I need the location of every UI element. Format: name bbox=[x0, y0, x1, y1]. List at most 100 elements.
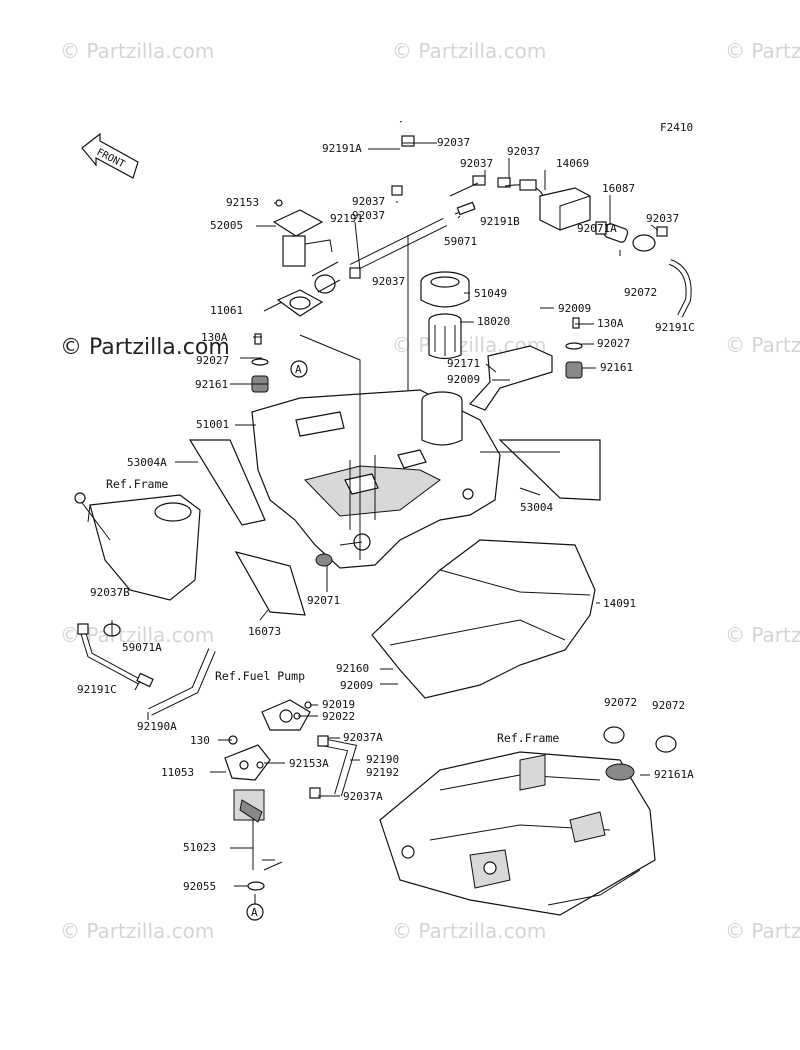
bracket bbox=[468, 345, 553, 411]
watermark: © Partzilla.com bbox=[725, 623, 800, 647]
watermark: © Partzilla.com bbox=[60, 39, 214, 63]
part-label[interactable]: 92037B bbox=[90, 586, 130, 599]
part-label[interactable]: 92191C bbox=[655, 321, 695, 334]
part-label[interactable]: 92191A bbox=[322, 142, 362, 155]
part-label[interactable]: 92161 bbox=[600, 361, 633, 374]
part-label[interactable]: 92071A bbox=[577, 222, 617, 235]
breather-hoses bbox=[349, 118, 692, 318]
part-label[interactable]: 92037A bbox=[343, 731, 383, 744]
part-label[interactable]: 92027 bbox=[597, 337, 630, 350]
leader-lines bbox=[111, 142, 659, 904]
part-label[interactable]: 92160 bbox=[336, 662, 369, 675]
part-label[interactable]: 92161 bbox=[195, 378, 228, 391]
part-label[interactable]: 92072 bbox=[624, 286, 657, 299]
part-label[interactable]: 92019 bbox=[322, 698, 355, 711]
fuel-pump bbox=[224, 699, 358, 891]
part-label[interactable]: 92037 bbox=[352, 195, 385, 208]
front-arrow: FRONT bbox=[81, 132, 139, 179]
part-label[interactable]: 11061 bbox=[210, 304, 243, 317]
frame-fragment-bottom bbox=[379, 726, 677, 916]
part-label[interactable]: 92161A bbox=[654, 768, 694, 781]
part-label[interactable]: 92037 bbox=[372, 275, 405, 288]
part-label[interactable]: 92055 bbox=[183, 880, 216, 893]
front-arrow-icon bbox=[81, 132, 139, 179]
watermark: © Partzilla.com bbox=[725, 333, 800, 357]
part-label[interactable]: 92027 bbox=[196, 354, 229, 367]
ref-frame-bottom: Ref.Frame bbox=[497, 731, 559, 745]
part-label[interactable]: 92037A bbox=[343, 790, 383, 803]
pad-16073 bbox=[234, 551, 306, 616]
filler-neck bbox=[420, 271, 470, 360]
part-label[interactable]: 92190A bbox=[137, 720, 177, 733]
part-label[interactable]: 92191C bbox=[77, 683, 117, 696]
part-label[interactable]: 92037 bbox=[460, 157, 493, 170]
part-label[interactable]: 92191 bbox=[330, 212, 363, 225]
part-label[interactable]: 92153A bbox=[289, 757, 329, 770]
watermark: © Partzilla.com bbox=[392, 919, 546, 943]
part-label[interactable]: 92037 bbox=[352, 209, 385, 222]
part-label[interactable]: 92072 bbox=[604, 696, 637, 709]
part-label[interactable]: 92009 bbox=[558, 302, 591, 315]
part-labels: 92191A 92037 92037 92037 14069 92153 920… bbox=[77, 136, 695, 893]
part-label[interactable]: 59071A bbox=[122, 641, 162, 654]
part-label[interactable]: 92037 bbox=[507, 145, 540, 158]
part-label[interactable]: 92192 bbox=[366, 766, 399, 779]
float bbox=[314, 274, 336, 294]
clamp bbox=[656, 226, 668, 237]
fuel-tank bbox=[251, 389, 501, 569]
part-label[interactable]: 52005 bbox=[210, 219, 243, 232]
clamp bbox=[497, 177, 511, 188]
fuel-separator bbox=[539, 187, 591, 231]
diagram-code: F2410 bbox=[660, 121, 693, 134]
circle-ref-a-bottom: A bbox=[246, 903, 264, 921]
circle-ref-label: A bbox=[295, 363, 302, 376]
part-label[interactable]: 92191B bbox=[480, 215, 520, 228]
pad-53004 bbox=[498, 439, 601, 501]
part-label[interactable]: 16073 bbox=[248, 625, 281, 638]
joint bbox=[456, 201, 476, 216]
part-label[interactable]: 14069 bbox=[556, 157, 589, 170]
part-label[interactable]: 18020 bbox=[477, 315, 510, 328]
part-label[interactable]: 92037 bbox=[437, 136, 470, 149]
clamp bbox=[391, 185, 403, 196]
watermark-layer: © Partzilla.com © Partzilla.com © Partzi… bbox=[60, 39, 800, 943]
part-label[interactable]: 53004 bbox=[520, 501, 553, 514]
part-label[interactable]: 16087 bbox=[602, 182, 635, 195]
part-label[interactable]: 92071 bbox=[307, 594, 340, 607]
part-label[interactable]: 53004A bbox=[127, 456, 167, 469]
watermark: © Partzilla.com bbox=[392, 39, 546, 63]
watermark: © Partzilla.com bbox=[725, 919, 800, 943]
part-label[interactable]: 92009 bbox=[447, 373, 480, 386]
part-label[interactable]: 92022 bbox=[322, 710, 355, 723]
part-label[interactable]: 59071 bbox=[444, 235, 477, 248]
part-label[interactable]: 92072 bbox=[652, 699, 685, 712]
part-label[interactable]: 92171 bbox=[447, 357, 480, 370]
clamp bbox=[401, 135, 415, 147]
dampers bbox=[251, 317, 583, 393]
fitting bbox=[519, 179, 537, 191]
part-label[interactable]: 92009 bbox=[340, 679, 373, 692]
part-label[interactable]: 11053 bbox=[161, 766, 194, 779]
part-label[interactable]: 51001 bbox=[196, 418, 229, 431]
clamp bbox=[472, 175, 486, 186]
part-label[interactable]: 51023 bbox=[183, 841, 216, 854]
ref-frame-top: Ref.Frame bbox=[106, 477, 168, 491]
part-label[interactable]: 92190 bbox=[366, 753, 399, 766]
part-label[interactable]: 130A bbox=[201, 331, 228, 344]
grommet-92071 bbox=[315, 553, 333, 567]
part-label[interactable]: 92153 bbox=[226, 196, 259, 209]
watermark: © Partzilla.com bbox=[60, 919, 214, 943]
watermark-main: © Partzilla.com bbox=[60, 335, 230, 360]
clamp-92072 bbox=[632, 234, 656, 252]
part-label[interactable]: 51049 bbox=[474, 287, 507, 300]
part-label[interactable]: 92037 bbox=[646, 212, 679, 225]
part-label[interactable]: 130A bbox=[597, 317, 624, 330]
part-label[interactable]: 14091 bbox=[603, 597, 636, 610]
pad-53004A bbox=[188, 439, 266, 526]
part-label[interactable]: 130 bbox=[190, 734, 210, 747]
watermark: © Partzilla.com bbox=[725, 39, 800, 63]
fuel-level-sender bbox=[272, 199, 341, 317]
frame-fragment-top bbox=[74, 492, 201, 601]
